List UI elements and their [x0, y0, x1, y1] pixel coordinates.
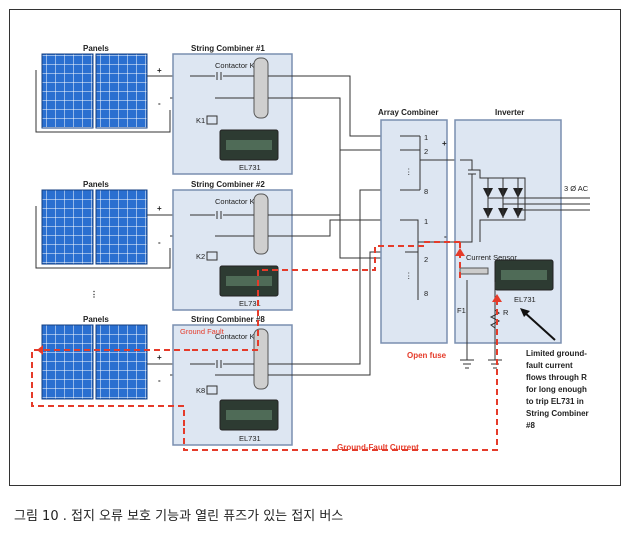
plus-sign: +	[157, 353, 162, 362]
array-combiner-box	[380, 119, 448, 344]
solar-panel	[41, 53, 94, 129]
plus-sign: +	[157, 66, 162, 75]
relay-coil	[206, 115, 218, 125]
note-arrow	[523, 311, 556, 341]
plus-sign: +	[157, 204, 162, 213]
plus-sign: +	[442, 139, 447, 148]
minus-sign: -	[158, 238, 161, 247]
current-sensor-label: Current Sensor	[466, 253, 517, 262]
input-2: 2	[424, 255, 428, 264]
inverter-box	[454, 119, 562, 344]
fuse-label: F1	[457, 306, 466, 315]
input-1: 1	[424, 217, 428, 226]
minus-sign: -	[158, 99, 161, 108]
array-combiner-title: Array Combiner	[378, 108, 438, 117]
svg-text:Limited ground-: Limited ground-	[526, 349, 587, 358]
minus-sign: -	[444, 232, 447, 241]
svg-text:flows through R: flows through R	[526, 373, 587, 382]
ac-output-label: 3 Ø AC	[564, 184, 589, 193]
contactor-label: Contactor K8	[215, 332, 259, 341]
svg-text:#8: #8	[526, 421, 535, 430]
current-transformer	[253, 193, 269, 255]
open-fuse-label: Open fuse	[407, 351, 447, 360]
string-combiner-title: String Combiner #2	[191, 180, 265, 189]
ellipsis: ⋮	[405, 167, 413, 176]
ground-fault-diagram: Panels + - Panels + - ⋮ Panels + - Strin…	[31, 44, 590, 452]
string-combiner-8: String Combiner #8 Contactor K8 K8 EL731	[172, 315, 293, 446]
solar-panel	[95, 53, 148, 129]
array-fuses	[400, 135, 460, 191]
device-label: EL731	[239, 299, 261, 308]
string-combiner-2: String Combiner #2 Contactor K2 K2 EL731	[172, 180, 293, 311]
string-combiner-1: String Combiner #1 Contactor K1 K1 EL731	[172, 44, 293, 175]
diagram-frame: Panels + - Panels + - ⋮ Panels + - Strin…	[9, 9, 621, 486]
relay-coil	[206, 385, 218, 395]
current-sensor	[459, 267, 489, 275]
panels-ellipsis: ⋮	[90, 290, 98, 299]
svg-text:for long enough: for long enough	[526, 385, 587, 394]
input-2: 2	[424, 147, 428, 156]
device-label: EL731	[239, 434, 261, 443]
string-combiner-title: String Combiner #8	[191, 315, 265, 324]
resistor-label: R	[503, 308, 509, 317]
current-transformer	[253, 328, 269, 390]
fault-current-path	[31, 241, 498, 451]
relay-label: K8	[196, 386, 205, 395]
panels-title-2: Panels	[83, 180, 109, 189]
solar-panel	[95, 189, 148, 265]
svg-text:String Combiner: String Combiner	[526, 409, 589, 418]
current-transformer	[253, 57, 269, 119]
solar-panel	[41, 189, 94, 265]
limited-current-note: Limited ground- fault current flows thro…	[526, 349, 589, 430]
svg-text:fault current: fault current	[526, 361, 573, 370]
svg-text:to trip EL731 in: to trip EL731 in	[526, 397, 584, 406]
input-1: 1	[424, 133, 428, 142]
relay-label: K2	[196, 252, 205, 261]
solar-panel	[41, 324, 94, 400]
solar-panel	[95, 324, 148, 400]
input-8: 8	[424, 289, 428, 298]
inverter-title: Inverter	[495, 108, 524, 117]
relay-coil	[206, 251, 218, 261]
ground-fault-label: Ground Fault	[180, 327, 225, 336]
ellipsis: ⋮	[405, 271, 413, 280]
input-8: 8	[424, 187, 428, 196]
string-combiner-title: String Combiner #1	[191, 44, 265, 53]
device-label: EL731	[514, 295, 536, 304]
panels-title-1: Panels	[83, 44, 109, 53]
figure-caption: 그림 10 . 접지 오류 보호 기능과 열린 퓨즈가 있는 접지 버스	[14, 509, 344, 524]
contactor-label: Contactor K1	[215, 61, 259, 70]
ground-fault-current-label: Ground-Fault Current	[337, 443, 419, 452]
device-label: EL731	[239, 163, 261, 172]
minus-sign: -	[158, 376, 161, 385]
contactor-symbols	[190, 72, 254, 376]
contactor-label: Contactor K2	[215, 197, 259, 206]
panels-title-3: Panels	[83, 315, 109, 324]
relay-label: K1	[196, 116, 205, 125]
